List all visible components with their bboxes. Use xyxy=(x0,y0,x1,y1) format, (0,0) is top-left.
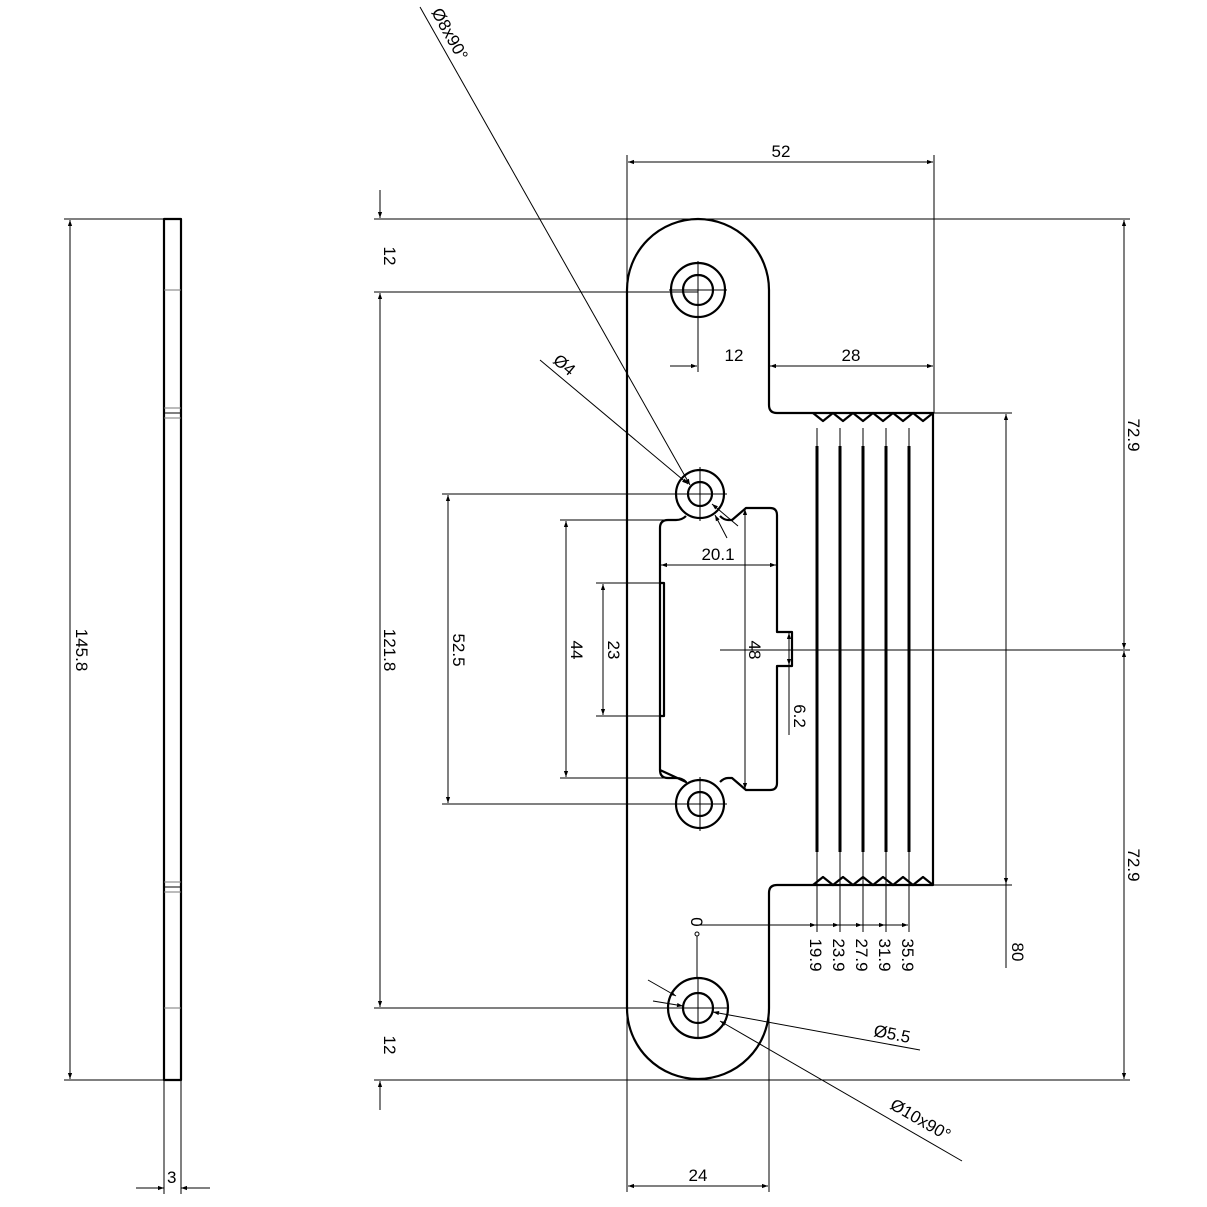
dim-label-thickness: 3 xyxy=(167,1168,176,1187)
dim-inner-cut: 44 xyxy=(560,519,668,779)
dim-half-heights: 72.9 72.9 xyxy=(1121,220,1143,1079)
label-slot-4: 31.9 xyxy=(875,938,894,971)
dim-side-thickness: 3 xyxy=(136,1080,210,1194)
serration-bottom xyxy=(812,875,934,887)
dim-overall-width: 52 xyxy=(626,142,935,413)
front-view: 52 12 121.8 12 12 28 xyxy=(374,5,1143,1192)
serration-top xyxy=(812,411,934,423)
dim-label-hole-x-offset: 12 xyxy=(725,346,744,365)
label-slot-3: 27.9 xyxy=(852,938,871,971)
dim-label-cutout-height: 48 xyxy=(745,641,764,660)
dim-label-bottom-width: 24 xyxy=(689,1166,708,1185)
dim-label-lower-half: 72.9 xyxy=(1124,848,1143,881)
dim-label-inner-cut: 44 xyxy=(567,641,586,660)
label-small-hole: Ø4 xyxy=(549,351,579,380)
dim-label-overall-width: 52 xyxy=(772,142,791,161)
groove-slots xyxy=(815,428,911,870)
dim-hole-x-offset: 12 28 xyxy=(670,290,933,372)
dim-label-lip-length: 80 xyxy=(1008,943,1027,962)
leader-countersink-top: Ø8x90° xyxy=(419,5,691,486)
dim-label-cutout-width: 20.1 xyxy=(701,545,734,564)
label-hole-diameter: Ø5.5 xyxy=(872,1021,912,1047)
dim-slot-ordinates: 0 19.9 23.9 27.9 31.9 35.9 xyxy=(687,870,917,978)
dim-label-side-height: 145.8 xyxy=(72,629,91,672)
dim-bottom-hole-offset: 12 xyxy=(377,1036,399,1110)
dim-bottom-width: 24 xyxy=(626,1008,770,1192)
dim-notch: 6.2 xyxy=(786,633,809,735)
dim-lip-length: 80 xyxy=(933,412,1027,968)
dim-label-top-offset: 12 xyxy=(380,247,399,266)
side-view: 145.8 3 xyxy=(64,217,210,1194)
dim-label-lip-width: 28 xyxy=(842,346,861,365)
dim-cutout-height: 48 xyxy=(742,509,764,789)
label-ordinate-origin: 0 xyxy=(687,917,706,926)
dim-top-hole-offset: 12 xyxy=(377,190,399,266)
dim-label-notch: 6.2 xyxy=(790,704,809,728)
label-slot-1: 19.9 xyxy=(806,938,825,971)
dim-side-height: 145.8 xyxy=(64,218,164,1081)
leader-countersink-bottom: Ø10x90° xyxy=(647,979,963,1162)
leader-small-hole: Ø4 xyxy=(539,351,739,539)
dim-label-hole-span: 121.8 xyxy=(380,629,399,672)
side-view-plate xyxy=(162,217,183,1082)
dim-cutout-width: 20.1 xyxy=(661,545,776,568)
dim-label-inner-hole-span: 52.5 xyxy=(449,633,468,666)
dim-hole-span: 121.8 xyxy=(377,293,399,1007)
dim-label-bottom-offset: 12 xyxy=(380,1036,399,1055)
dim-latch-window: 23 xyxy=(596,582,660,717)
label-countersink-top: Ø8x90° xyxy=(428,5,472,64)
dim-label-latch-window: 23 xyxy=(604,641,623,660)
dim-inner-hole-span: 52.5 xyxy=(442,493,700,805)
label-slot-5: 35.9 xyxy=(898,938,917,971)
latch-window xyxy=(660,581,666,718)
dim-label-upper-half: 72.9 xyxy=(1124,418,1143,451)
label-slot-2: 23.9 xyxy=(829,938,848,971)
screw-hole-top xyxy=(669,261,727,319)
